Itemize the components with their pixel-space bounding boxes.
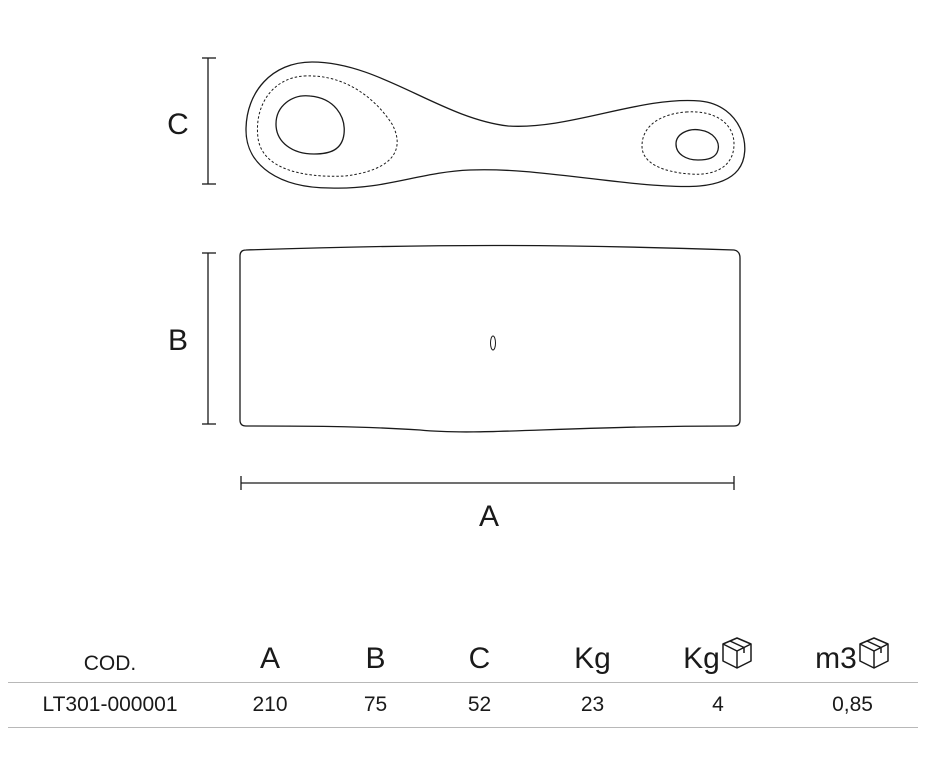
dimension-c: C: [167, 57, 216, 185]
header-package-volume-label: m3: [815, 642, 857, 675]
cell-c: 52: [423, 682, 536, 728]
table-header-row: COD. A B C Kg Kg m3: [8, 620, 918, 683]
cell-package-volume: 0,85: [787, 682, 918, 728]
top-view-basin-left: [275, 95, 345, 155]
cell-package-weight: 4: [649, 682, 787, 728]
header-package-weight-label: Kg: [683, 642, 720, 675]
top-view-outline: [245, 61, 746, 189]
cell-weight: 23: [536, 682, 649, 728]
dimension-a-label: A: [479, 500, 499, 533]
header-a: A: [212, 620, 328, 683]
dimension-b: B: [168, 252, 216, 425]
drain-hole: [490, 335, 496, 351]
header-b: B: [328, 620, 423, 683]
header-package-volume: m3: [787, 620, 918, 683]
cell-b: 75: [328, 682, 423, 728]
table-row: LT301-000001 210 75 52 23 4 0,85: [8, 682, 918, 728]
top-view-inner-rim-left: [256, 75, 398, 177]
dimension-b-label: B: [168, 324, 188, 357]
header-weight: Kg: [536, 620, 649, 683]
top-view-inner-rim-right: [641, 111, 735, 175]
technical-drawing: C B A: [167, 57, 746, 533]
box-icon: [722, 637, 752, 669]
front-view-outline: [239, 244, 741, 433]
top-view-basin-right: [675, 128, 720, 161]
cell-a: 210: [212, 682, 328, 728]
box-icon: [859, 637, 889, 669]
front-view: [239, 244, 741, 433]
header-package-weight: Kg: [649, 620, 787, 683]
dimension-c-label: C: [167, 108, 189, 141]
cell-code: LT301-000001: [8, 682, 212, 728]
header-code: COD.: [8, 620, 212, 683]
header-c: C: [423, 620, 536, 683]
specification-table: COD. A B C Kg Kg m3: [8, 620, 918, 728]
top-view: [245, 61, 746, 189]
dimension-a: A: [240, 476, 735, 533]
